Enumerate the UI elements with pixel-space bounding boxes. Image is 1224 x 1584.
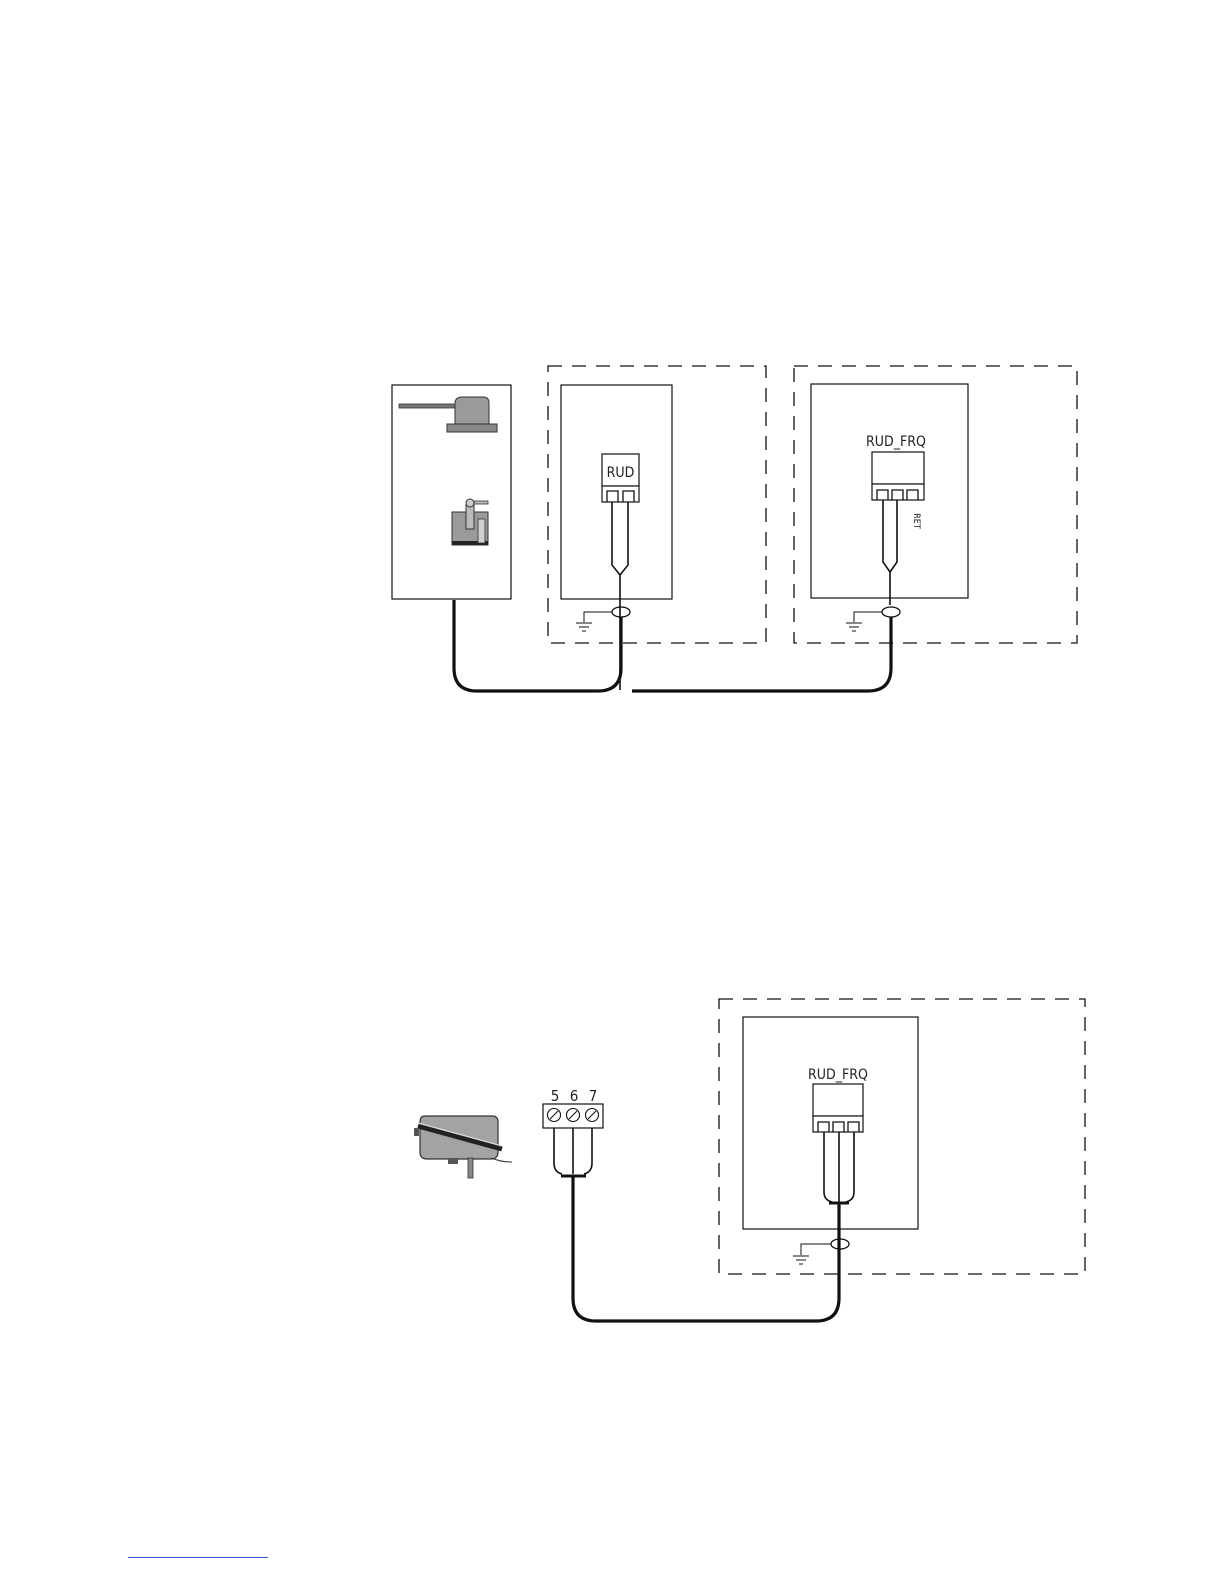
rud-connector-label: RUD bbox=[607, 465, 635, 481]
cable-sensor-to-rud bbox=[454, 600, 621, 691]
cable-rud-to-rud-frq bbox=[632, 617, 891, 691]
rud-frq-label-2: RUD_FRQ bbox=[808, 1067, 868, 1083]
rud-frq-label-1: RUD_FRQ bbox=[866, 434, 926, 450]
rud-frq-connector-2: RUD_FRQ bbox=[808, 1067, 868, 1132]
terminal-5-label: 5 bbox=[551, 1087, 560, 1105]
diagram-1: RUD RUD_FRQ RET bbox=[392, 366, 1077, 691]
terminal-6-label: 6 bbox=[570, 1087, 579, 1105]
footer-rule bbox=[128, 1557, 268, 1558]
terminal-block: 5 6 7 bbox=[543, 1087, 603, 1128]
feedback-sensor-icon bbox=[414, 1116, 512, 1178]
vertical-tag-label: RET bbox=[911, 513, 921, 529]
terminal-7-label: 7 bbox=[589, 1087, 598, 1105]
rudder-sensor-box bbox=[392, 385, 511, 599]
terminal-wires bbox=[554, 1128, 592, 1176]
cables-1 bbox=[454, 600, 891, 691]
diagram-2: 5 6 7 RUD_FRQ bbox=[414, 999, 1085, 1321]
rud-connector: RUD bbox=[602, 454, 639, 502]
